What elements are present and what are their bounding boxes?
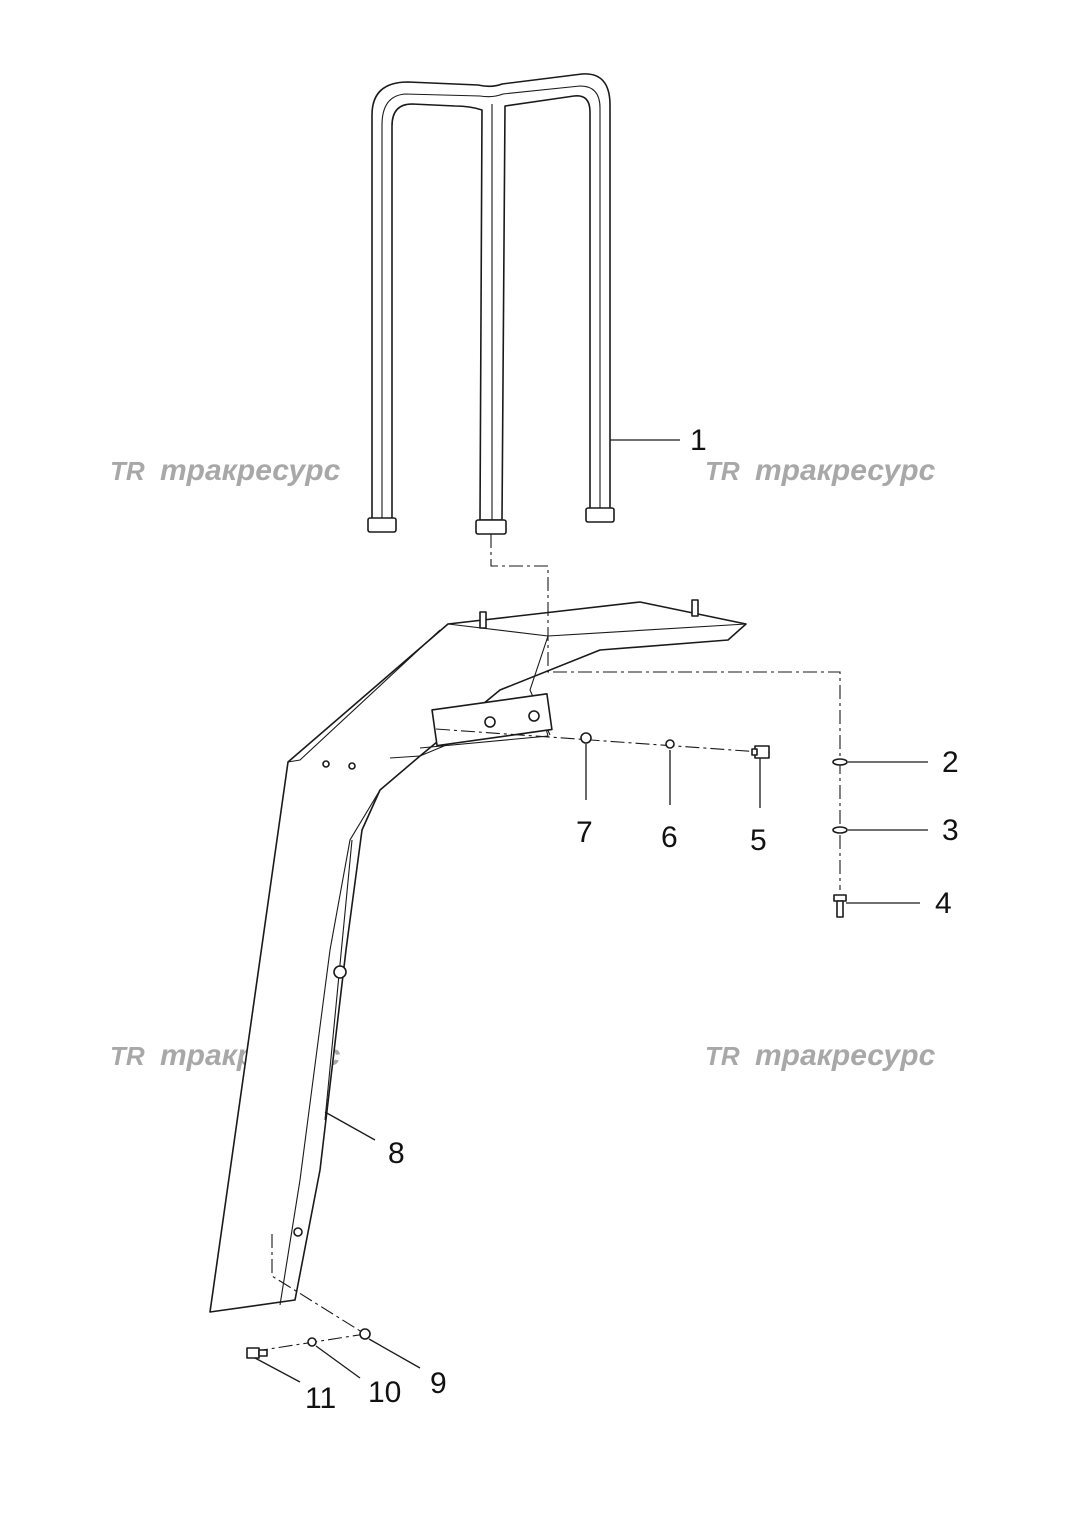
- callout-7: 7: [576, 816, 593, 849]
- watermark-logo: TR: [705, 1041, 740, 1071]
- part-bolt-11: [246, 1347, 268, 1359]
- callout-11: 11: [305, 1382, 336, 1415]
- watermark-logo: TR: [705, 456, 740, 486]
- callout-4: 4: [935, 887, 952, 920]
- part-washer-2: [832, 758, 848, 766]
- callout-8: 8: [388, 1137, 405, 1170]
- part-washer-3: [832, 826, 848, 834]
- part-bolt-4: [833, 894, 847, 918]
- callout-10: 10: [368, 1376, 401, 1409]
- callout-3: 3: [942, 814, 959, 847]
- callout-1: 1: [690, 424, 707, 457]
- part-washer-6: [665, 739, 675, 749]
- watermark-logo: TR: [110, 1041, 145, 1071]
- watermark-text: трaкресурс: [755, 1039, 936, 1072]
- part-fender: [209, 599, 747, 1313]
- leader-lines: [254, 439, 928, 1383]
- watermark-top-right: TR трaкресурс: [705, 454, 936, 487]
- part-washer-9: [359, 1328, 371, 1340]
- callout-2: 2: [942, 746, 959, 779]
- part-washer-7: [580, 732, 592, 744]
- part-bolt-5: [751, 745, 770, 759]
- callout-9: 9: [430, 1367, 447, 1400]
- watermark-text: трaкресурс: [160, 454, 341, 487]
- callout-5: 5: [750, 824, 767, 857]
- part-handrail: [367, 73, 615, 535]
- watermark-logo: TR: [110, 456, 145, 486]
- watermark-bottom-right: TR трaкресурс: [705, 1039, 936, 1072]
- part-washer-10: [307, 1337, 317, 1347]
- watermark-text: трaкресурс: [755, 454, 936, 487]
- callout-6: 6: [661, 821, 678, 854]
- watermark-top-left: TR трaкресурс: [110, 454, 341, 487]
